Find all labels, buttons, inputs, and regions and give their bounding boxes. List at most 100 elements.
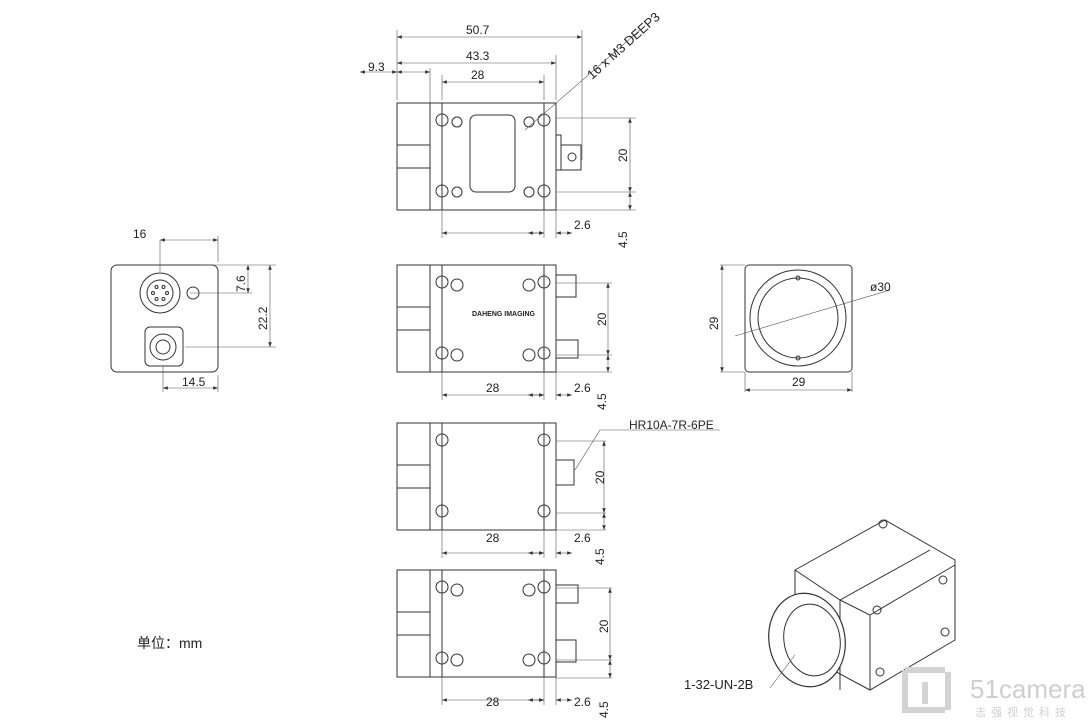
dim-14-5: 14.5 (182, 375, 206, 389)
connector-pin (154, 297, 159, 302)
dim-diameter-30: ø30 (870, 280, 891, 294)
watermark-sub: 志强视觉科技 (975, 705, 1071, 719)
dim-28: 28 (471, 68, 485, 82)
iso-screw (878, 519, 888, 529)
connector-pin (154, 284, 159, 289)
mounting-hole (435, 275, 449, 289)
dim-4-5: 4.5 (616, 231, 630, 248)
screw (450, 278, 464, 292)
screw (523, 186, 535, 198)
back-panel (110, 264, 219, 373)
screw (450, 583, 464, 597)
ethernet-port (144, 326, 184, 367)
dim-29-w: 29 (792, 375, 806, 389)
dim-29-h: 29 (707, 316, 721, 330)
iso-lens-mount (768, 592, 846, 688)
lens-mount-outline (396, 422, 431, 531)
unit-label: 单位：mm (137, 635, 202, 651)
dim-2-6: 2.6 (574, 381, 591, 395)
screw (522, 348, 536, 362)
screw (451, 116, 463, 128)
iso-screw (938, 575, 948, 585)
dim-22-2: 22.2 (256, 306, 270, 330)
dim-4-5: 4.5 (593, 548, 607, 565)
mounting-hole (537, 651, 551, 665)
drawing-geometry (110, 29, 956, 705)
dim-4-5: 4.5 (597, 701, 611, 718)
screw (451, 186, 463, 198)
dim-20: 20 (593, 470, 607, 484)
screw (795, 355, 801, 361)
screw (450, 653, 464, 667)
dim-2-6: 2.6 (574, 531, 591, 545)
screw (450, 348, 464, 362)
lens-mount-ring (749, 269, 847, 367)
mounting-hole (537, 580, 551, 594)
sensor-window (469, 114, 516, 193)
iso-screw (940, 627, 950, 637)
mounting-hole (537, 346, 551, 360)
watermark-logo-icon (902, 667, 951, 713)
dim-4-5: 4.5 (595, 393, 609, 410)
screw (522, 653, 536, 667)
callout-thread: 1-32-UN-2B (684, 677, 753, 692)
mounting-hole (537, 113, 551, 127)
mounting-hole (537, 184, 551, 198)
mounting-hole (435, 504, 449, 518)
iso-lens-inner (783, 603, 841, 677)
mounting-hole (435, 346, 449, 360)
mounting-hole (537, 275, 551, 289)
mounting-hole (537, 433, 551, 447)
line (574, 429, 601, 471)
lens-mount-inner (757, 277, 839, 359)
camera-body-outline (429, 264, 557, 373)
mounting-hole (537, 504, 551, 518)
lens-mount-outline (396, 569, 431, 678)
line (734, 289, 891, 337)
dim-2-6: 2.6 (574, 695, 591, 709)
dim-2-6: 2.6 (574, 218, 591, 232)
connector-pin (165, 291, 169, 295)
line (769, 654, 796, 689)
mounting-hole (435, 184, 449, 198)
connector (555, 274, 577, 298)
screw (522, 583, 536, 597)
camera-body-outline (429, 569, 557, 678)
screw (523, 116, 535, 128)
dim-20: 20 (595, 312, 609, 326)
connector-pin (567, 152, 577, 162)
dim-20: 20 (616, 148, 630, 162)
connector (560, 144, 582, 171)
connector (555, 459, 575, 486)
connector-pin (161, 284, 166, 289)
ethernet-connector-inner (155, 339, 171, 355)
mounting-hole (435, 651, 449, 665)
mounting-hole (435, 113, 449, 127)
dim-43-3: 43.3 (466, 49, 490, 63)
watermark-brand: 51camera (970, 674, 1086, 704)
screw (522, 278, 536, 292)
dim-50-7: 50.7 (466, 23, 490, 37)
dim-9-3: 9.3 (368, 60, 385, 74)
dim-28: 28 (486, 381, 500, 395)
dim-20: 20 (597, 619, 611, 633)
lens-mount-outline (396, 102, 431, 211)
connector (555, 339, 579, 359)
lens-mount-outline (396, 264, 431, 373)
power-io-connector (139, 272, 181, 314)
callout-m3: 16 x M3 DEEP3 (584, 9, 663, 82)
logo-text: DAHENG IMAGING (472, 311, 536, 318)
connector (555, 584, 579, 604)
connector (555, 639, 577, 663)
iso-screw (875, 667, 885, 677)
front-face (744, 264, 853, 373)
connector-pin (161, 297, 166, 302)
callout-connector: HR10A-7R-6PE (629, 418, 714, 432)
iso-screw (872, 605, 882, 615)
dim-28: 28 (486, 695, 500, 709)
camera-body-outline (429, 422, 557, 531)
line (524, 29, 641, 131)
dim-7-6: 7.6 (234, 275, 248, 292)
